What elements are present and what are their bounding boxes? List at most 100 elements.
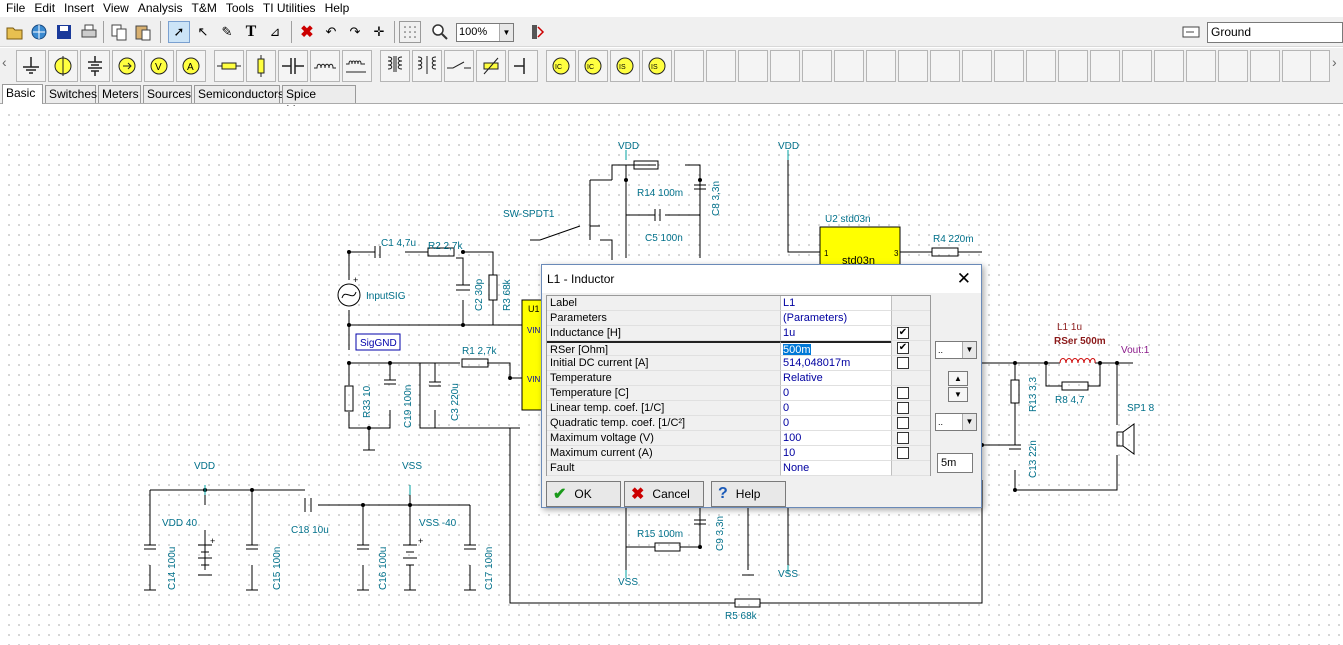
copy-icon[interactable] <box>108 21 130 43</box>
empty-slot-1[interactable] <box>674 50 704 82</box>
property-value[interactable]: 1u <box>781 326 891 341</box>
empty-slot-5[interactable] <box>802 50 832 82</box>
current-source-icon[interactable] <box>112 50 142 82</box>
undo-icon[interactable]: ↶ <box>325 24 337 39</box>
property-value[interactable]: 0 <box>781 401 891 416</box>
step-value-field[interactable]: 5m <box>937 453 973 473</box>
property-value[interactable]: L1 <box>781 296 891 311</box>
vccs-icon[interactable]: IS <box>610 50 640 82</box>
empty-slot-6[interactable] <box>834 50 864 82</box>
tab-switches[interactable]: Switches <box>45 85 97 103</box>
potentiometer-icon[interactable] <box>246 50 276 82</box>
menu-analysis[interactable]: Analysis <box>137 1 183 15</box>
max-current-checkbox[interactable] <box>897 447 909 459</box>
zoom-icon[interactable] <box>429 21 451 43</box>
switch-icon[interactable] <box>444 50 474 82</box>
property-value[interactable]: 0 <box>781 416 891 431</box>
ground-symbol-icon[interactable] <box>16 50 46 82</box>
inductance-checkbox[interactable]: ✔ <box>897 327 909 339</box>
menu-tools[interactable]: Tools <box>225 1 254 15</box>
selected-value[interactable]: 500m <box>783 344 811 356</box>
property-value[interactable]: 0 <box>781 386 891 401</box>
inductor-icon[interactable] <box>310 50 340 82</box>
tab-meters[interactable]: Meters <box>98 85 141 103</box>
property-row[interactable]: Fault None <box>547 461 930 476</box>
menu-ti-utilities[interactable]: TI Utilities <box>262 1 316 15</box>
web-globe-icon[interactable] <box>28 21 50 43</box>
save-icon[interactable] <box>53 21 75 43</box>
empty-slot-15[interactable] <box>1122 50 1152 82</box>
scroll-left-icon[interactable]: ‹ <box>2 54 7 70</box>
zoom-combo[interactable]: 100%▼ <box>456 23 514 42</box>
ccvs-icon[interactable]: IS <box>642 50 672 82</box>
property-row[interactable]: Quadratic temp. coef. [1/C²] 0 <box>547 416 930 431</box>
empty-slot-20[interactable] <box>1282 50 1312 82</box>
property-row[interactable]: Temperature Relative <box>547 371 930 386</box>
cancel-button[interactable]: ✖ Cancel <box>624 481 704 507</box>
help-button[interactable]: ? Help <box>711 481 786 507</box>
property-row[interactable]: Inductance [H] 1u ✔ <box>547 326 930 341</box>
delete-icon[interactable]: ✖ <box>300 24 314 41</box>
ok-button[interactable]: ✔ OK <box>546 481 621 507</box>
property-row[interactable]: Temperature [C] 0 <box>547 386 930 401</box>
spin-down-button[interactable]: ▼ <box>948 387 968 402</box>
measure-tool-icon[interactable]: ⊿ <box>269 24 281 39</box>
property-row-selected[interactable]: RSer [Ohm] 500m ✔ <box>547 341 930 356</box>
range-combo-2[interactable]: ..▼ <box>935 413 977 431</box>
voltmeter-icon[interactable]: V <box>144 50 174 82</box>
transformer-icon[interactable] <box>380 50 410 82</box>
junction-icon[interactable]: ✛ <box>373 24 385 39</box>
redo-icon[interactable]: ↷ <box>349 24 361 39</box>
scroll-right-icon[interactable]: › <box>1332 54 1337 70</box>
empty-slot-13[interactable] <box>1058 50 1088 82</box>
property-row[interactable]: Maximum current (A) 10 <box>547 446 930 461</box>
menu-insert[interactable]: Insert <box>64 1 95 15</box>
variable-resistor-icon[interactable] <box>476 50 506 82</box>
tab-semiconductors[interactable]: Semiconductors <box>194 85 284 103</box>
property-row[interactable]: Maximum voltage (V) 100 <box>547 431 930 446</box>
empty-slot-2[interactable] <box>706 50 736 82</box>
property-value[interactable]: Relative <box>781 371 891 386</box>
resistor-icon[interactable] <box>214 50 244 82</box>
ground-combo[interactable]: Ground <box>1207 22 1343 43</box>
diode-switch-icon[interactable] <box>508 50 538 82</box>
initial-dc-checkbox[interactable] <box>897 357 909 369</box>
battery-icon[interactable] <box>80 50 110 82</box>
empty-slot-19[interactable] <box>1250 50 1280 82</box>
empty-slot-16[interactable] <box>1154 50 1184 82</box>
cccs-icon[interactable]: IC <box>578 50 608 82</box>
text-tool-icon[interactable]: T <box>245 23 257 40</box>
property-value[interactable]: None <box>781 461 891 476</box>
select-pointer-icon[interactable]: ➚ <box>168 21 190 43</box>
coupled-inductor-icon[interactable] <box>342 50 372 82</box>
empty-slot-3[interactable] <box>738 50 768 82</box>
property-value[interactable]: 514,048017m <box>781 356 891 371</box>
tab-spice-macros[interactable]: Spice Macros <box>282 85 356 117</box>
empty-slot-9[interactable] <box>930 50 960 82</box>
empty-slot-10[interactable] <box>962 50 992 82</box>
print-icon[interactable] <box>78 21 100 43</box>
property-row[interactable]: Initial DC current [A] 514,048017m <box>547 356 930 371</box>
menu-edit[interactable]: Edit <box>34 1 56 15</box>
property-value[interactable]: 10 <box>781 446 891 461</box>
pencil-icon[interactable]: ✎ <box>221 24 233 39</box>
menu-tm[interactable]: T&M <box>191 1 217 15</box>
empty-slot-14[interactable] <box>1090 50 1120 82</box>
spin-up-button[interactable]: ▲ <box>948 371 968 386</box>
max-voltage-checkbox[interactable] <box>897 432 909 444</box>
hand-icon[interactable] <box>1180 21 1202 43</box>
menu-view[interactable]: View <box>103 1 129 15</box>
property-value[interactable]: 100 <box>781 431 891 446</box>
tab-basic[interactable]: Basic <box>2 84 43 104</box>
paste-icon[interactable] <box>132 21 154 43</box>
wire-pointer-icon[interactable]: ↖ <box>197 24 209 39</box>
menu-help[interactable]: Help <box>324 1 350 15</box>
empty-slot-4[interactable] <box>770 50 800 82</box>
menu-file[interactable]: File <box>6 1 26 15</box>
vcvs-icon[interactable]: IC <box>546 50 576 82</box>
linear-coef-checkbox[interactable] <box>897 402 909 414</box>
quadratic-coef-checkbox[interactable] <box>897 417 909 429</box>
empty-slot-18[interactable] <box>1218 50 1248 82</box>
empty-slot-7[interactable] <box>866 50 896 82</box>
voltage-source-icon[interactable] <box>48 50 78 82</box>
